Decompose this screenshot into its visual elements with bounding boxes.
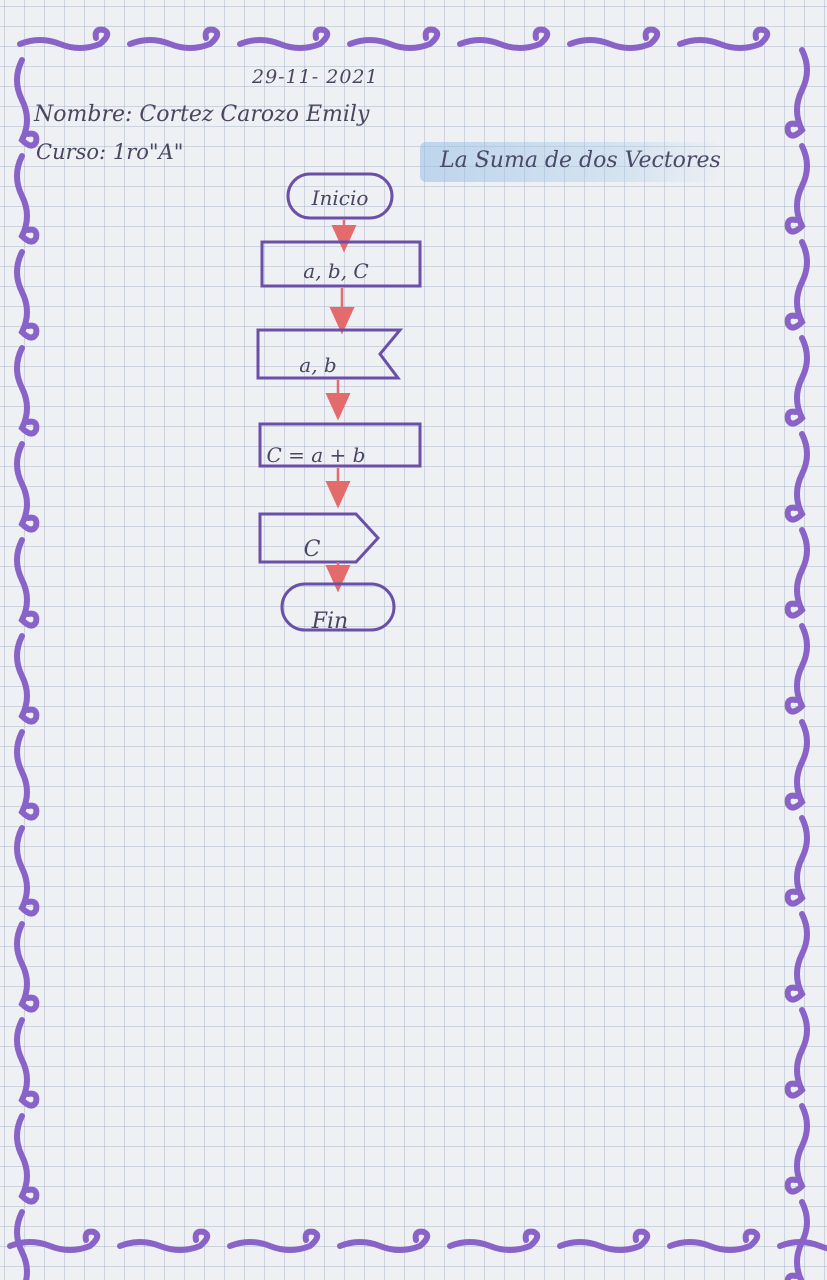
declare-box [260,240,422,288]
border-swirl-right [784,719,810,811]
end-label: Fin [311,609,348,634]
border-swirl-top [457,26,551,51]
name-label: Nombre: [34,102,133,127]
border-swirl-bottom [447,1228,541,1253]
border-swirl-left [14,633,40,725]
border-swirl-right [784,815,810,907]
border-swirl-right [784,527,810,619]
process-label: C = a + b [267,443,366,467]
border-swirl-left [14,1209,30,1280]
border-swirl-right [784,143,810,235]
border-swirl-left [14,345,40,437]
border-swirl-right [784,1103,810,1195]
border-swirl-bottom [117,1228,211,1253]
border-swirl-left [14,537,40,629]
border-swirl-left [14,57,40,149]
date-text: 29-11- 2021 [252,66,379,88]
border-swirl-left [14,921,40,1013]
border-swirl-top [237,26,331,51]
border-swirl-left [14,249,40,341]
end-terminal [280,582,396,632]
border-swirl-left [14,1017,40,1109]
border-swirl-right [784,431,810,523]
border-swirl-left [14,825,40,917]
input-shape [256,328,404,380]
border-swirl-right [784,623,810,715]
border-swirl-bottom [227,1228,321,1253]
output-shape [258,512,381,564]
course-value: 1ro"A" [112,140,184,164]
process-box [258,422,422,468]
border-swirl-top [567,26,661,51]
border-swirl-right [784,239,810,331]
border-swirl-bottom [667,1228,761,1253]
name-line: Nombre: Cortez Carozo Emily [34,102,369,127]
border-swirl-top [17,26,111,51]
name-value: Cortez Carozo Emily [139,102,370,127]
title-highlight [420,142,720,182]
border-swirl-top [347,26,441,51]
border-swirl-top [127,26,221,51]
border-swirl-bottom [557,1228,651,1253]
border-swirl-left [14,153,40,245]
declare-label: a, b, C [303,259,368,283]
input-label: a, b [299,353,336,377]
course-line: Curso: 1ro"A" [36,140,183,164]
border-swirl-bottom [7,1228,101,1253]
border-swirl-left [14,441,40,533]
border-swirl-right [784,1007,810,1099]
page-title: La Suma de dos Vectores [440,148,721,173]
start-terminal [286,172,394,220]
course-label: Curso: [36,140,107,164]
output-label: C [304,537,321,562]
border-swirl-top [677,26,771,51]
border-swirl-bottom [777,1239,827,1252]
border-swirl-right [784,911,810,1003]
border-swirl-right [784,335,810,427]
border-swirl-right [784,47,810,139]
border-swirl-bottom [337,1228,431,1253]
border-swirl-right [784,1199,810,1280]
border-swirl-left [14,729,40,821]
start-label: Inicio [311,186,369,210]
border-swirl-left [14,1113,40,1205]
